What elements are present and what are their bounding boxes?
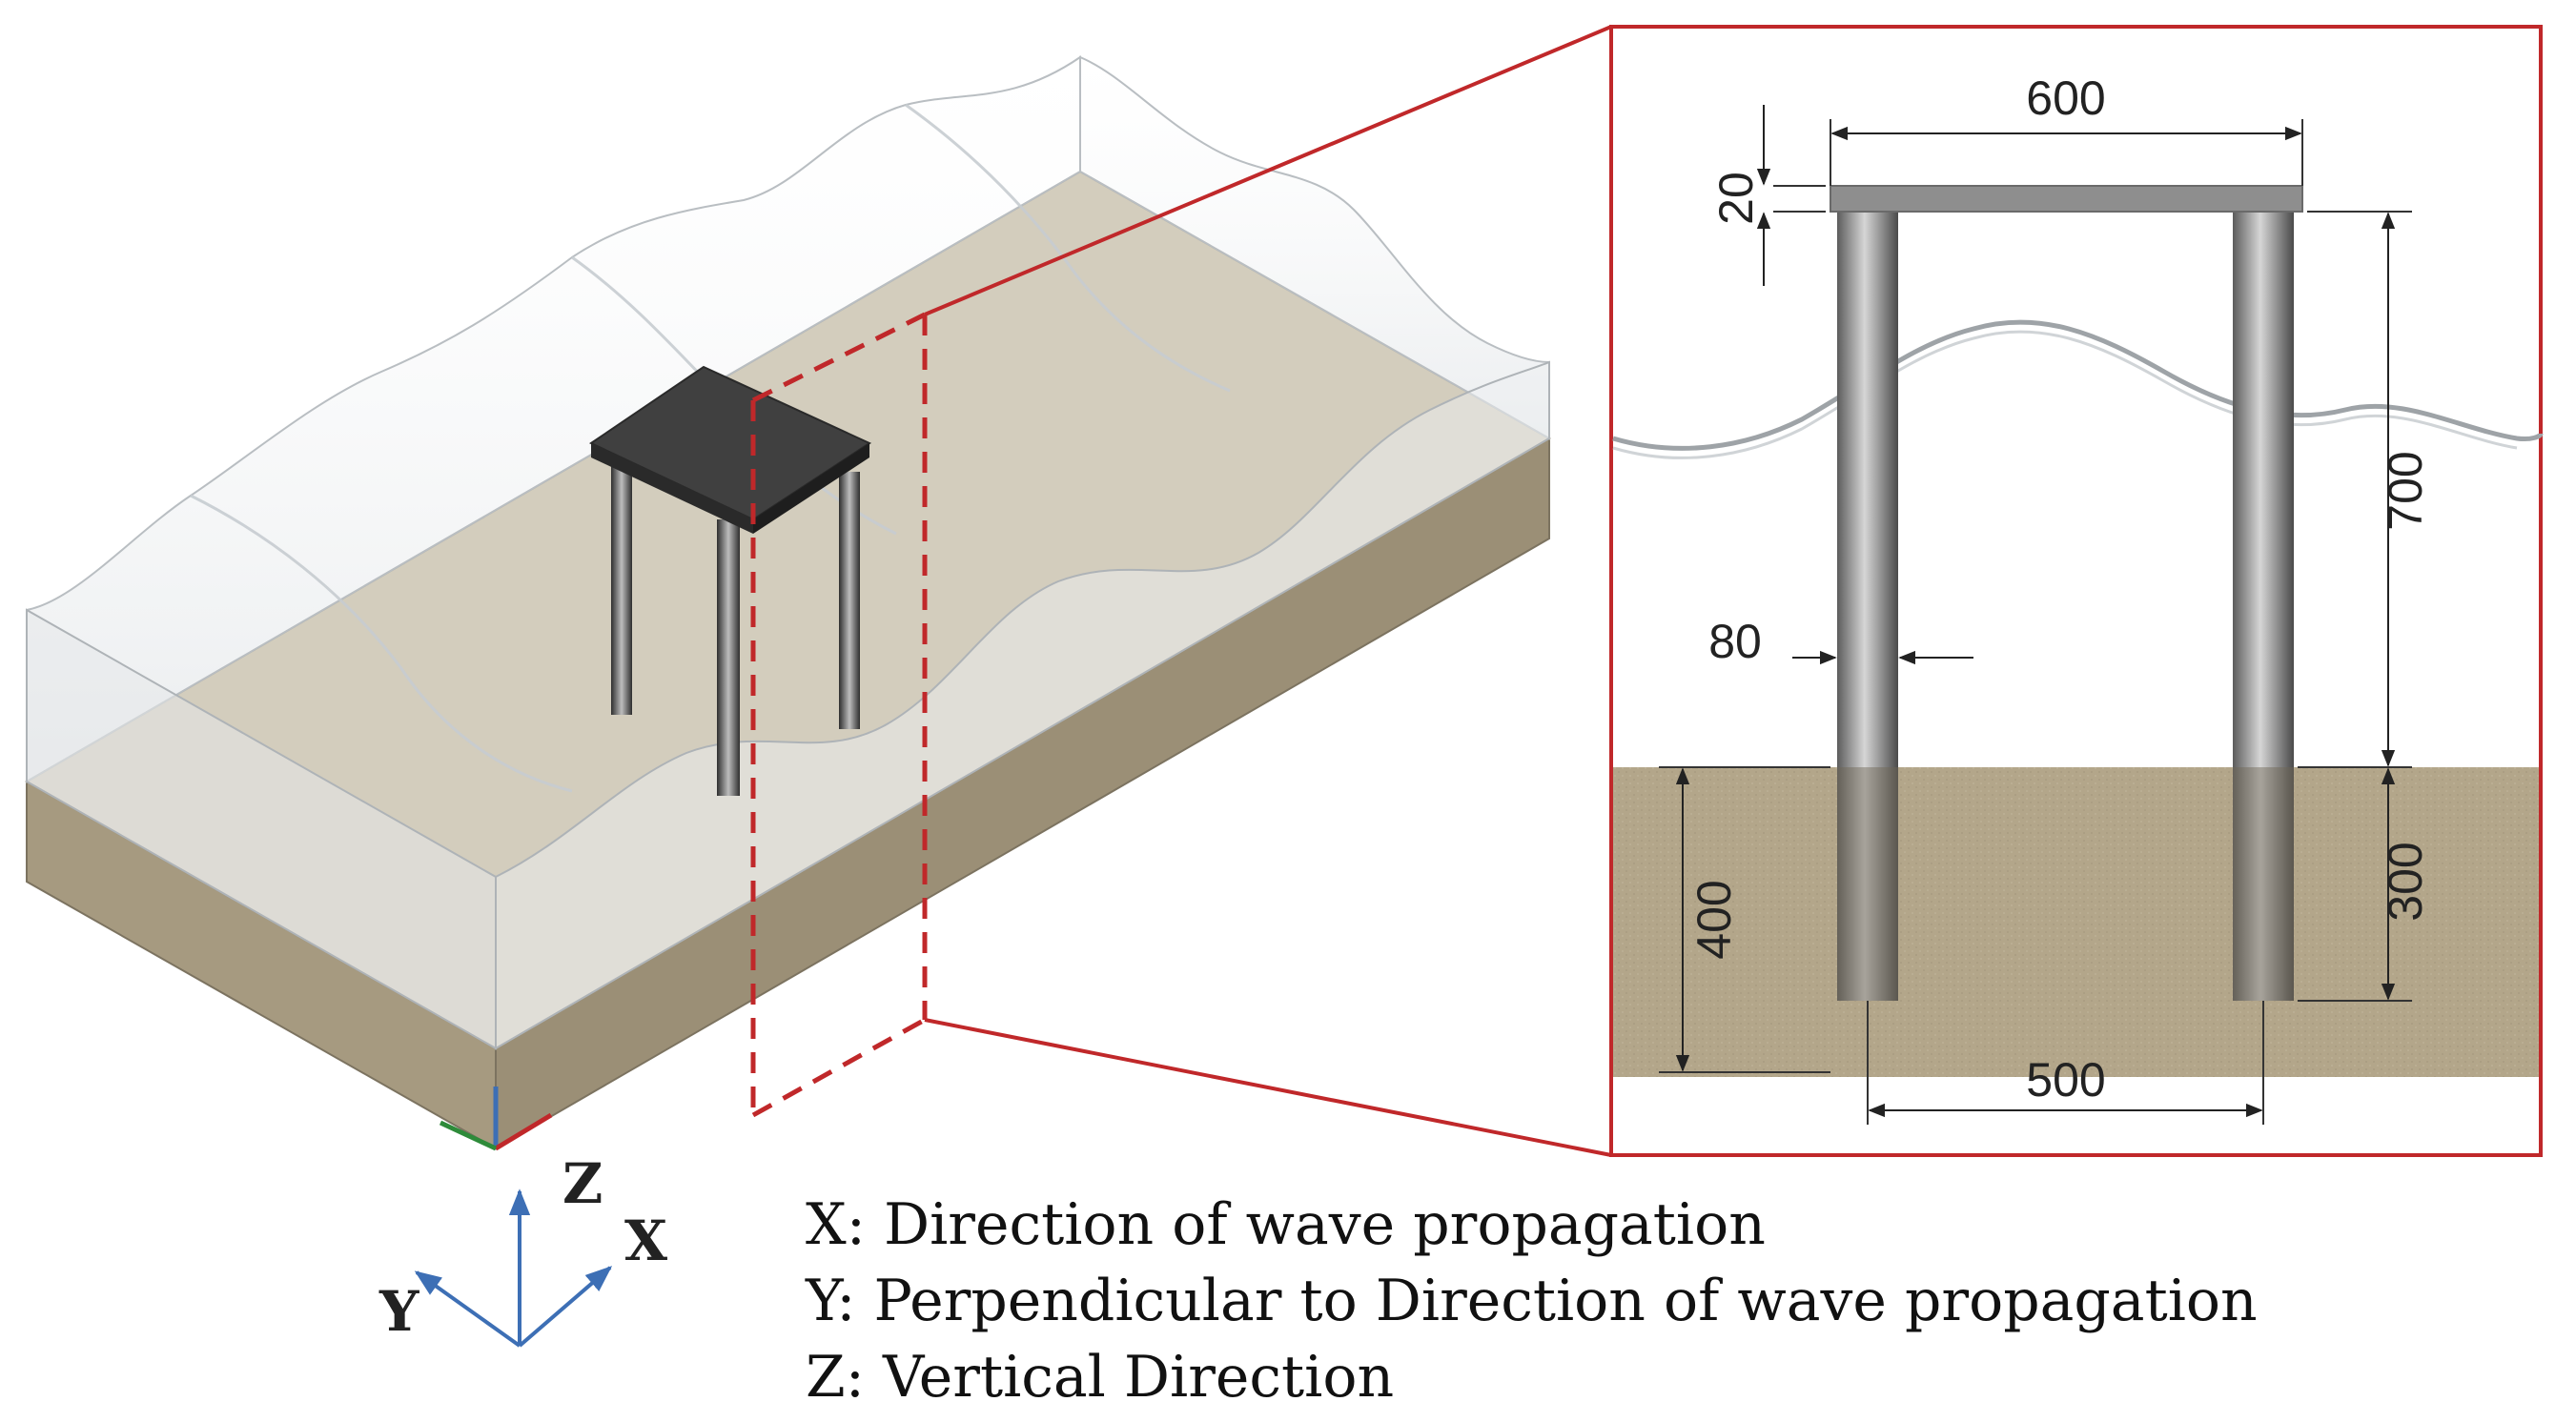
y-axis-label: Y bbox=[378, 1279, 419, 1344]
deck-side-edge bbox=[753, 443, 869, 534]
detail-pile-right bbox=[2233, 212, 2294, 1001]
water-right-wall bbox=[1079, 55, 1550, 440]
callout-lines bbox=[924, 25, 1612, 1157]
dim-300-label: 300 bbox=[2379, 842, 2432, 921]
pile-front-left bbox=[717, 519, 740, 796]
z-axis-label: Z bbox=[562, 1151, 603, 1216]
legend-line-z: Z: Vertical Direction bbox=[806, 1344, 1394, 1411]
legend-line-x: X: Direction of wave propagation bbox=[806, 1191, 1766, 1258]
detail-pile-left bbox=[1837, 212, 1898, 1001]
axis-legend: X: Direction of wave propagation Y: Perp… bbox=[805, 1191, 2258, 1411]
dim-80-label: 80 bbox=[1708, 615, 1762, 668]
dim-20-label: 20 bbox=[1709, 172, 1763, 225]
pile-back-right bbox=[839, 472, 860, 729]
legend-line-y: Y: Perpendicular to Direction of wave pr… bbox=[805, 1268, 2258, 1334]
x-axis-label: X bbox=[624, 1209, 667, 1273]
deck-front-edge bbox=[591, 443, 753, 534]
x-axis-arrow bbox=[518, 1266, 613, 1348]
dim-700-label: 700 bbox=[2379, 451, 2432, 530]
dim-400-label: 400 bbox=[1687, 880, 1741, 959]
pile-back-left bbox=[611, 457, 632, 715]
isometric-wave-tank bbox=[24, 55, 1552, 1151]
section-detail-view: 600 20 700 300 400 80 500 bbox=[1609, 25, 2544, 1157]
detail-deck bbox=[1830, 185, 2303, 213]
corner-triad bbox=[439, 1087, 553, 1151]
dim-500-label: 500 bbox=[2026, 1053, 2105, 1107]
dim-600-label: 600 bbox=[2026, 71, 2105, 125]
section-plane-marker bbox=[750, 312, 928, 1118]
dimension-lines bbox=[1675, 105, 2396, 1118]
water-side-edge bbox=[495, 360, 1550, 1050]
axis-indicator: Z X Y bbox=[378, 1151, 667, 1348]
y-axis-arrow bbox=[414, 1270, 521, 1348]
detail-wave-surface bbox=[1612, 319, 2544, 451]
pile-structure-3d bbox=[588, 365, 872, 796]
